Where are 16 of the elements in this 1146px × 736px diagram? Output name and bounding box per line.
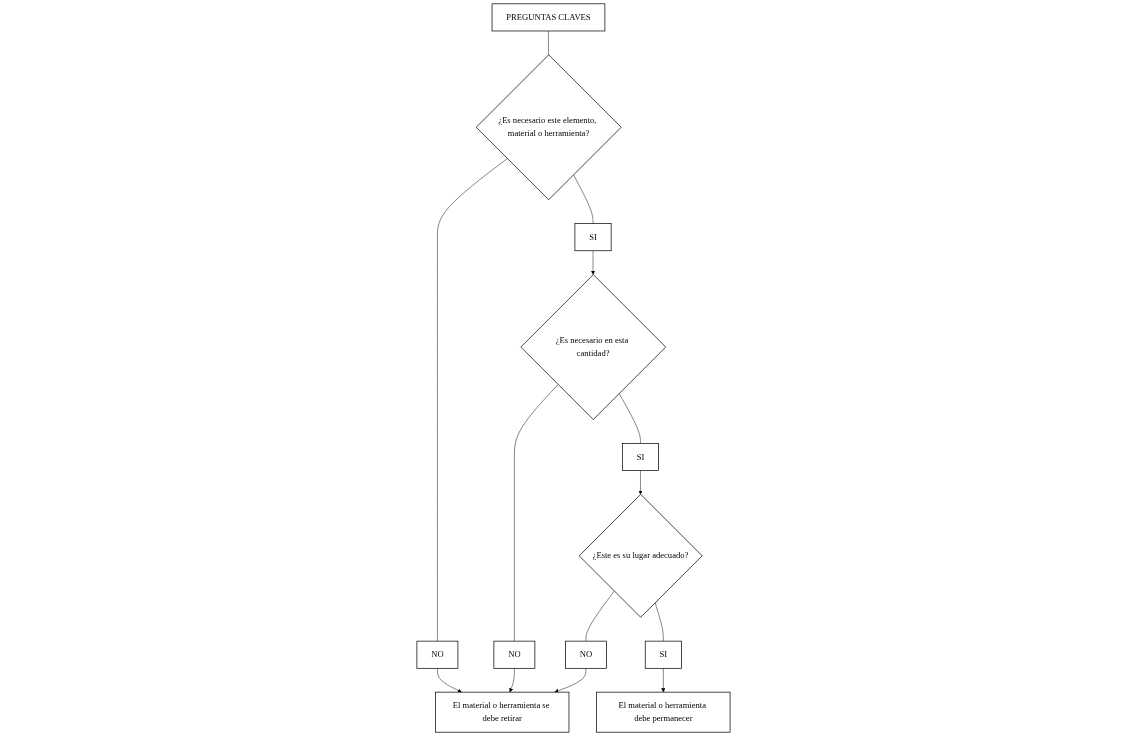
node-diamond: ¿Este es su lugar adecuado? (578, 494, 703, 618)
node-box: SI (574, 223, 611, 252)
connector (618, 393, 641, 444)
node-box: NO (493, 640, 535, 669)
connector (572, 174, 593, 224)
node-box: El material o herramienta debe permanecer (595, 691, 730, 733)
node-box: El material o herramienta se debe retirar (434, 691, 569, 733)
node-diamond: ¿Es necesario en esta cantidad? (519, 274, 666, 420)
connector (654, 602, 664, 642)
node-box: NO (416, 640, 458, 669)
node-box: NO (564, 640, 607, 669)
connector (436, 158, 508, 642)
node-diamond: ¿Es necesario este elemento, material o herramienta? (475, 54, 622, 201)
node-box: SI (644, 640, 682, 669)
node-box: SI (621, 442, 659, 471)
node-box: PREGUNTAS CLAVES (491, 3, 605, 32)
